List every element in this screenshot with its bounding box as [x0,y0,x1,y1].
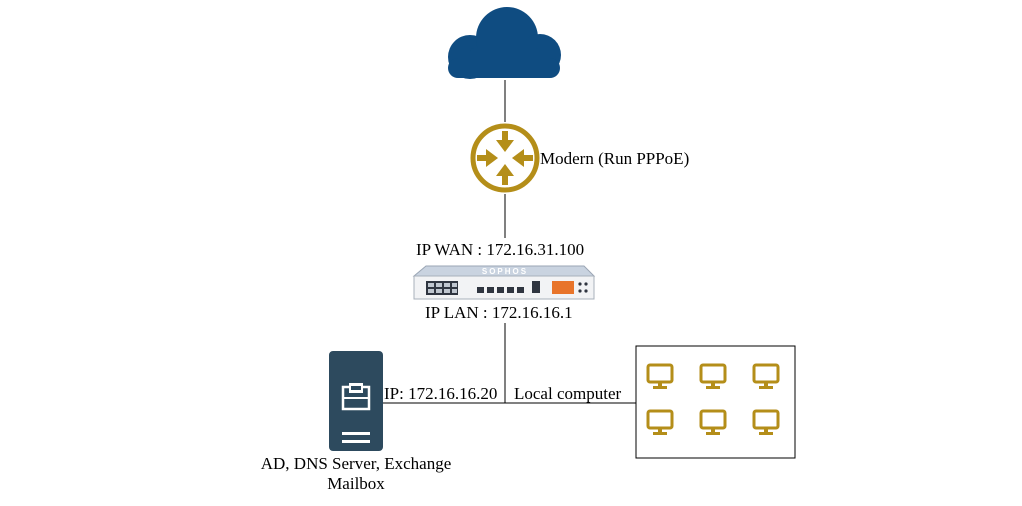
monitor-icon [752,363,780,389]
mail-server-icon [329,351,383,451]
firewall-appliance-icon: SOPHOS [412,265,596,300]
router-label: Modern (Run PPPoE) [540,149,690,168]
server-ip-label: IP: 172.16.16.20 [384,384,498,403]
monitor-icon [646,363,674,389]
monitor-icon [699,409,727,435]
monitor-icon [752,409,780,435]
router-icon [470,123,540,193]
local-computer-label: Local computer [514,384,622,403]
cloud-icon [448,7,561,79]
lan-ip-label: IP LAN : 172.16.16.1 [425,303,573,322]
local-computers-box [635,345,796,459]
wan-ip-label: IP WAN : 172.16.31.100 [416,240,585,259]
monitor-icon [699,363,727,389]
monitor-icon [646,409,674,435]
connection-lines [383,80,636,404]
local-computers-group [635,345,796,459]
server-name-label: AD, DNS Server, Exchange Mailbox [260,454,452,493]
firewall-brand: SOPHOS [482,267,528,276]
